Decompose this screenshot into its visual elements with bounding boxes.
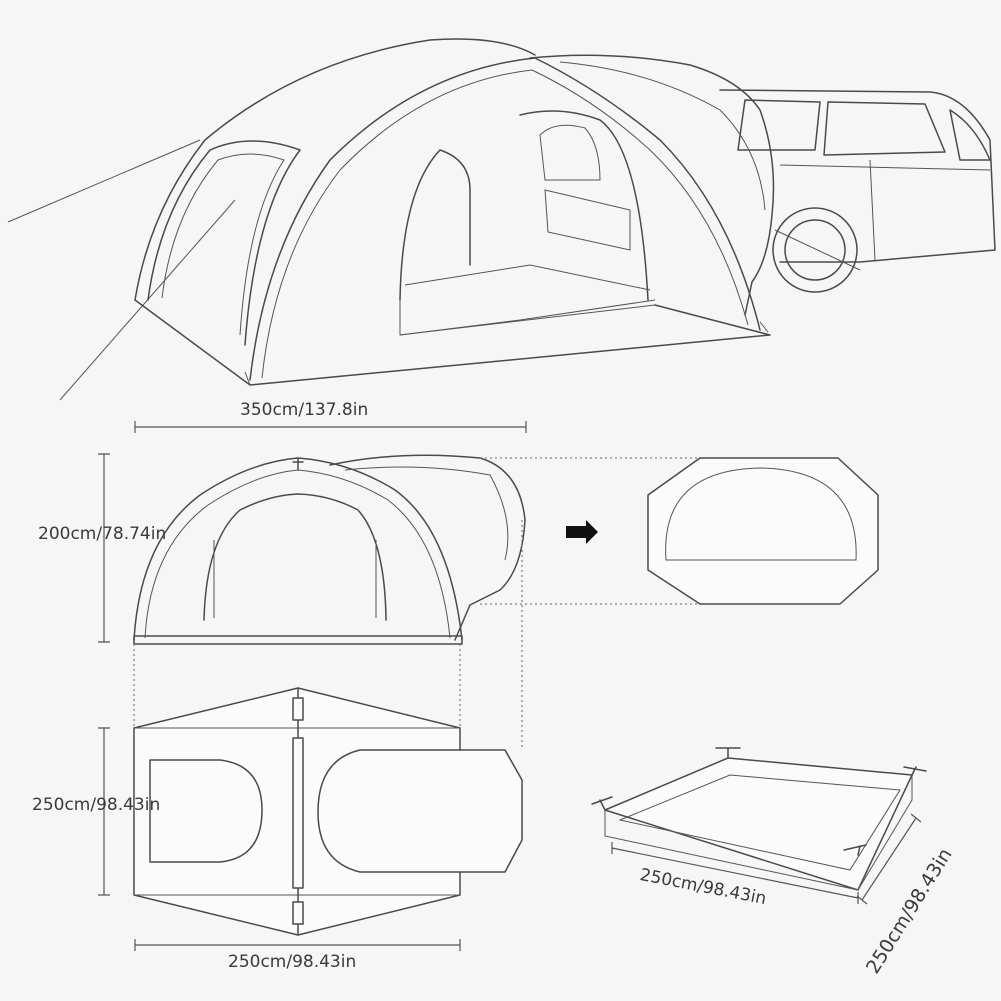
tent-perspective-illustration bbox=[7, 38, 996, 401]
front-arch bbox=[249, 57, 761, 381]
awning-sleeve bbox=[529, 54, 775, 316]
ridge-clip-top bbox=[292, 697, 304, 721]
mat-clip-front bbox=[843, 844, 867, 856]
sleeve-outline-shape bbox=[647, 457, 879, 605]
arrow-right-icon bbox=[566, 520, 598, 544]
label-height-200: 200cm/78.74in bbox=[38, 524, 167, 544]
front-floor-base bbox=[133, 635, 463, 645]
mat-clip-left bbox=[591, 796, 613, 811]
mat-clip-back bbox=[715, 747, 741, 759]
dimension-line-depth bbox=[98, 727, 110, 896]
sleeve-inner-opening bbox=[665, 467, 857, 561]
dimension-line-width bbox=[134, 421, 527, 433]
label-width-250: 250cm/98.43in bbox=[228, 952, 357, 972]
ridge-clip-middle bbox=[292, 737, 304, 889]
car-outline bbox=[719, 89, 996, 293]
inner-door-left bbox=[399, 149, 471, 301]
floor-edge bbox=[134, 299, 771, 386]
label-depth-250: 250cm/98.43in bbox=[32, 795, 161, 815]
inner-door-right bbox=[519, 110, 649, 301]
tent-top-view bbox=[133, 687, 523, 936]
guy-line-left-upper bbox=[7, 139, 201, 223]
front-outer-arch bbox=[133, 457, 463, 641]
top-clip bbox=[292, 457, 304, 471]
top-view-awning bbox=[317, 749, 523, 873]
tent-front-view bbox=[133, 454, 526, 645]
dimension-line-bottom-width bbox=[134, 939, 461, 951]
dimension-line-mat-width bbox=[611, 842, 859, 904]
label-width-350: 350cm/137.8in bbox=[240, 400, 369, 420]
mat-clip-right bbox=[903, 766, 927, 776]
dimension-line-height bbox=[98, 453, 110, 643]
floor-mat-illustration bbox=[591, 747, 927, 891]
front-door-arch bbox=[203, 493, 387, 621]
ridge-clip-bottom bbox=[292, 901, 304, 925]
side-window-left bbox=[147, 140, 301, 346]
top-view-door-left bbox=[149, 759, 263, 863]
projection-guides bbox=[133, 457, 700, 750]
front-awning-sleeve bbox=[329, 454, 526, 641]
dimension-line-mat-depth bbox=[856, 813, 922, 905]
outer-dome-back bbox=[134, 38, 536, 301]
